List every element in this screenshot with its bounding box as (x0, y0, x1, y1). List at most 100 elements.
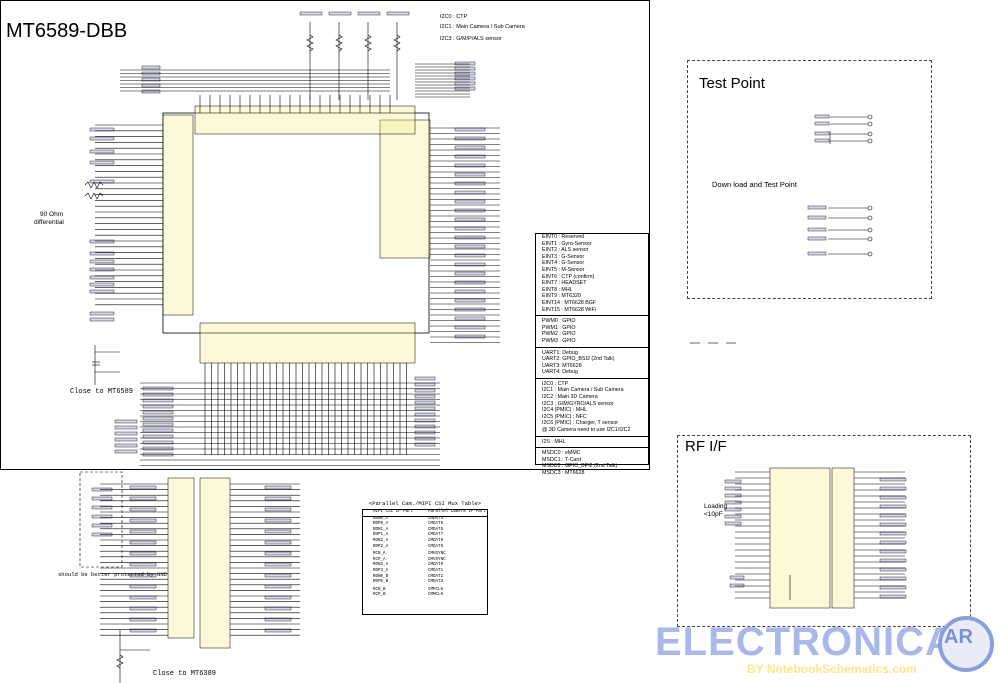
net-label (114, 419, 138, 424)
mux-table-cell: CMMCLK (428, 593, 444, 598)
net-label (264, 551, 292, 556)
net-label (454, 325, 486, 330)
net-label (454, 81, 476, 86)
net-label (724, 486, 742, 491)
net-label (129, 573, 157, 578)
net-label (129, 584, 157, 589)
mux-header-cell: Parallel Camera IF Part (428, 510, 486, 514)
mux-table-cell: RCN_A (373, 552, 386, 557)
mux-table-cell: RDN0_B (373, 574, 389, 579)
net-label (129, 496, 157, 501)
net-label (264, 628, 292, 633)
net-label (879, 576, 907, 581)
logo-badge-text: AR (944, 626, 973, 648)
net-label (129, 551, 157, 556)
net-label (129, 562, 157, 567)
net-label (142, 452, 174, 457)
mux-table-cell: CMDAT2 (428, 574, 444, 579)
net-label (142, 410, 174, 415)
net-label (328, 11, 352, 16)
net-label (91, 514, 113, 519)
resistor-symbol (364, 34, 372, 52)
mux-table-cell: CMHSYNC (428, 552, 446, 557)
net-label (414, 442, 436, 447)
net-label (264, 606, 292, 611)
differential-note: differential (34, 219, 64, 226)
legend-line: EINT1 : Gyro-Sensor (542, 240, 592, 247)
net-label (454, 61, 476, 66)
legend-line: I2C4 (PMIC) : MHL (542, 407, 588, 414)
net-label (454, 253, 486, 258)
chip-pin-block (194, 105, 416, 135)
net-label (129, 595, 157, 600)
legend-line: EINT0 : Reserved (542, 234, 585, 240)
net-label (264, 518, 292, 523)
net-label (141, 83, 161, 88)
logo-badge-circle (938, 616, 994, 672)
net-label (142, 398, 174, 403)
net-label (142, 434, 174, 439)
test-point-title: Test Point (699, 75, 765, 92)
mux-table-cell: RDP2_A (373, 544, 389, 549)
net-label (454, 154, 486, 159)
mux-table-cell: CMDAT6 (428, 527, 444, 532)
mux-table-cell: RDN2_A (373, 538, 389, 543)
net-label (264, 617, 292, 622)
test-point-symbol (867, 138, 873, 144)
net-label (807, 227, 827, 232)
mux-table-cell: RCP_B (373, 593, 386, 598)
net-label (879, 477, 907, 482)
mux-table-cell: CMDAT8 (428, 538, 444, 543)
net-label (89, 149, 115, 154)
close-to-note: Close to MT6589 (70, 388, 134, 396)
net-label (414, 406, 436, 411)
legend-line: EINT14 : MT6628 BGF (542, 299, 597, 306)
mux-table-cell: RDN1_A (373, 527, 389, 532)
legend-line: EINT4 : G-Sensor (542, 260, 585, 267)
net-label (129, 606, 157, 611)
legend-line: PWM0 : GPIO (542, 318, 576, 325)
net-label (454, 289, 486, 294)
net-label (142, 404, 174, 409)
i2c-note: I2C0 : CTP I2C1 : Main Camera / Sub Came… (440, 12, 525, 44)
net-label (414, 430, 436, 435)
test-point-symbol (867, 114, 873, 120)
net-label (89, 179, 115, 184)
net-label (879, 585, 907, 590)
net-label (454, 217, 486, 222)
legend-line: PWM2 : GPIO (542, 331, 576, 338)
net-label (454, 145, 486, 150)
legend-line: EINT7 : HEADSET (542, 280, 587, 287)
legend-line: MSDC2 : GPIO_BPI2 (2nd Talk) (542, 463, 618, 470)
net-label (729, 583, 745, 588)
net-label (114, 431, 138, 436)
test-point-symbol (867, 236, 873, 242)
net-label (454, 226, 486, 231)
chip-pin-block (199, 322, 416, 364)
mux-table-row: RDN1_A CMDAT6 (363, 528, 487, 534)
net-label (141, 89, 161, 94)
legend-line: I2C3 : G/M/GYRO/ALS sensor (542, 400, 614, 407)
net-label (724, 493, 742, 498)
net-label (264, 507, 292, 512)
mux-table-cell: CMDAT5 (428, 522, 444, 527)
i2c-note-line: I2C3 : G/M/P/ALS sensor (440, 36, 502, 42)
net-label (814, 131, 830, 136)
test-point-symbol (867, 121, 873, 127)
net-label (454, 208, 486, 213)
legend-line: I2C6 (PMIC) : Charger, T sensor (542, 420, 619, 427)
net-label (386, 11, 410, 16)
net-label (141, 77, 161, 82)
mux-table-cell: RCN_B (373, 587, 386, 592)
net-label (414, 388, 436, 393)
net-label (264, 529, 292, 534)
rf-if-title: RF I/F (685, 438, 727, 455)
mux-table-cell: CMPCLK (428, 587, 444, 592)
net-label (879, 549, 907, 554)
legend-line: UART3: MT6628 (542, 362, 582, 369)
